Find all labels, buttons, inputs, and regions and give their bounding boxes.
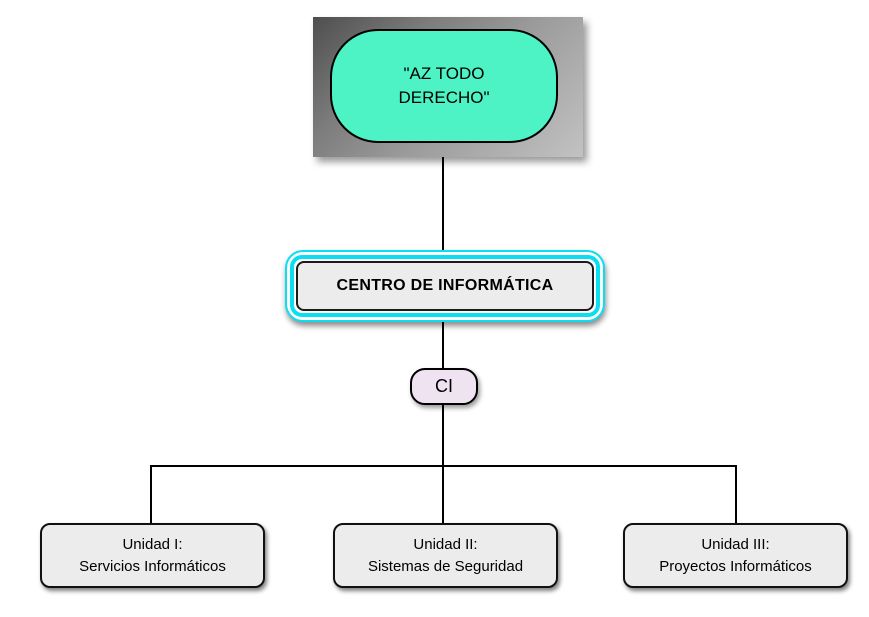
centro-node-body: CENTRO DE INFORMÁTICA (296, 261, 594, 311)
unit-node-2-label: Unidad II: Sistemas de Seguridad (367, 535, 524, 575)
centro-node-inner-ring: CENTRO DE INFORMÁTICA (290, 255, 600, 317)
unit-node-2: Unidad II: Sistemas de Seguridad (333, 523, 558, 588)
unit-node-3: Unidad III: Proyectos Informáticos (623, 523, 848, 588)
ci-node: CI (410, 368, 478, 405)
unit-node-1: Unidad I: Servicios Informáticos (40, 523, 265, 588)
root-node: "AZ TODO DERECHO" (330, 29, 558, 143)
connector-root-to-centro (442, 157, 444, 250)
ci-node-label: CI (435, 376, 453, 396)
connector-centro-to-ci (442, 322, 444, 368)
unit-node-1-label: Unidad I: Servicios Informáticos (79, 535, 226, 575)
connector-drop-unit-3 (735, 465, 737, 525)
unit-node-3-label: Unidad III: Proyectos Informáticos (659, 535, 812, 575)
centro-node: CENTRO DE INFORMÁTICA (285, 250, 605, 322)
connector-units-rail (150, 465, 737, 467)
centro-node-label: CENTRO DE INFORMÁTICA (336, 277, 554, 294)
connector-drop-unit-1 (150, 465, 152, 525)
root-node-label: "AZ TODO DERECHO" (398, 64, 490, 107)
